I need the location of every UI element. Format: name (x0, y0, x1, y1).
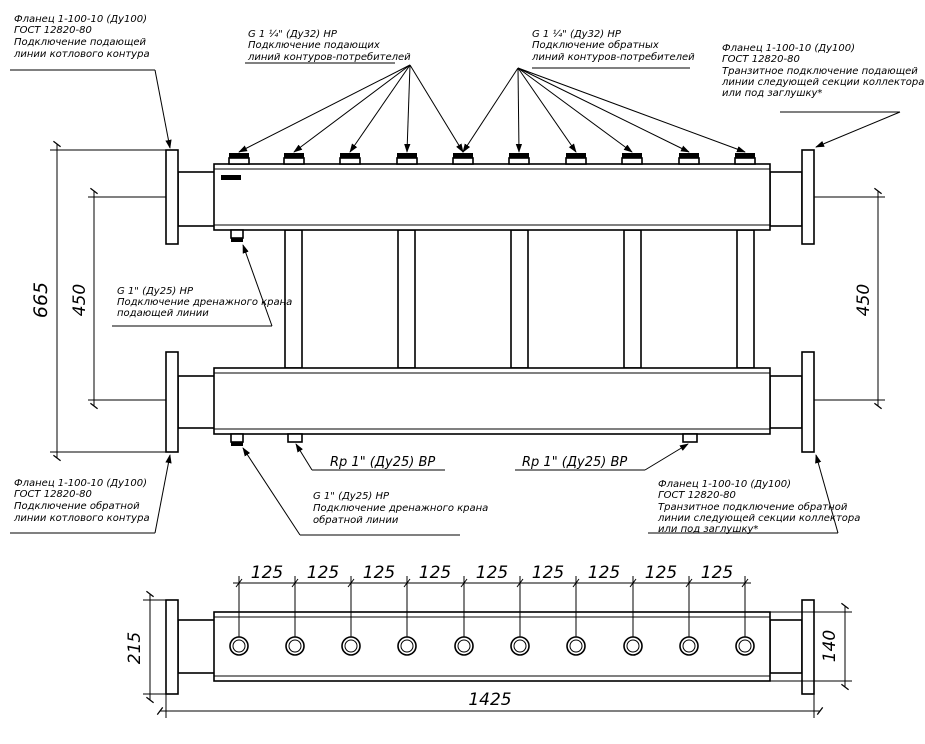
dim-overall-length: 1425 (468, 690, 511, 710)
dim-pitch-7: 125 (588, 563, 620, 583)
dim-pitch-6: 125 (532, 563, 564, 583)
label-drain-return: G 1" (Ду25) НР Подключение дренажного кр… (313, 491, 492, 526)
return-header (165, 351, 815, 453)
label-supply-branches: G 1 ¼" (Ду32) НР Подключение подающих ли… (247, 28, 411, 63)
dim-pitch-4: 125 (419, 563, 451, 583)
top-view: 125 125 125 125 125 125 125 125 125 215 … (125, 563, 852, 718)
front-dimensions: 665 450 450 (30, 140, 885, 462)
pitch-dimensions: 125 125 125 125 125 125 125 125 125 (233, 563, 751, 637)
supply-header (165, 149, 815, 245)
label-transit-return: Фланец 1-100-10 (Ду100) ГОСТ 12820-80 Тр… (657, 479, 864, 535)
flange-size-dimension: 215 (125, 590, 166, 704)
pipe-size-dimension: 140 (770, 602, 852, 691)
dim-pitch-2: 125 (307, 563, 339, 583)
dim-pitch-3: 125 (363, 563, 395, 583)
annotation-texts: Фланец 1-100-10 (Ду100) ГОСТ 12820-80 По… (13, 14, 925, 535)
leader-lines (10, 62, 901, 536)
dim-pitch-9: 125 (701, 563, 733, 583)
dim-pipe-size: 140 (820, 630, 840, 662)
dim-axis-left: 450 (70, 284, 90, 316)
dim-pitch-8: 125 (645, 563, 677, 583)
branch-nipples (228, 153, 756, 165)
label-return-flange: Фланец 1-100-10 (Ду100) ГОСТ 12820-80 По… (13, 478, 150, 524)
dim-overall-height: 665 (30, 282, 52, 318)
label-rp-right: Rp 1" (Ду25) ВР (522, 455, 627, 470)
front-view: 665 450 450 (10, 14, 925, 536)
dim-pitch-1: 125 (251, 563, 283, 583)
label-rp-left: Rp 1" (Ду25) ВР (330, 455, 435, 470)
label-drain-supply: G 1" (Ду25) НР Подключение дренажного кр… (117, 286, 296, 319)
label-transit-supply: Фланец 1-100-10 (Ду100) ГОСТ 12820-80 Тр… (721, 43, 925, 99)
dim-pitch-5: 125 (476, 563, 508, 583)
dim-flange-size: 215 (125, 632, 145, 664)
label-supply-flange: Фланец 1-100-10 (Ду100) ГОСТ 12820-80 По… (13, 14, 150, 60)
label-return-branches: G 1 ¼" (Ду32) НР Подключение обратных ли… (531, 28, 695, 63)
dim-axis-right: 450 (854, 284, 874, 316)
overall-length-dimension: 1425 (156, 690, 824, 718)
connecting-pipes (284, 229, 755, 369)
